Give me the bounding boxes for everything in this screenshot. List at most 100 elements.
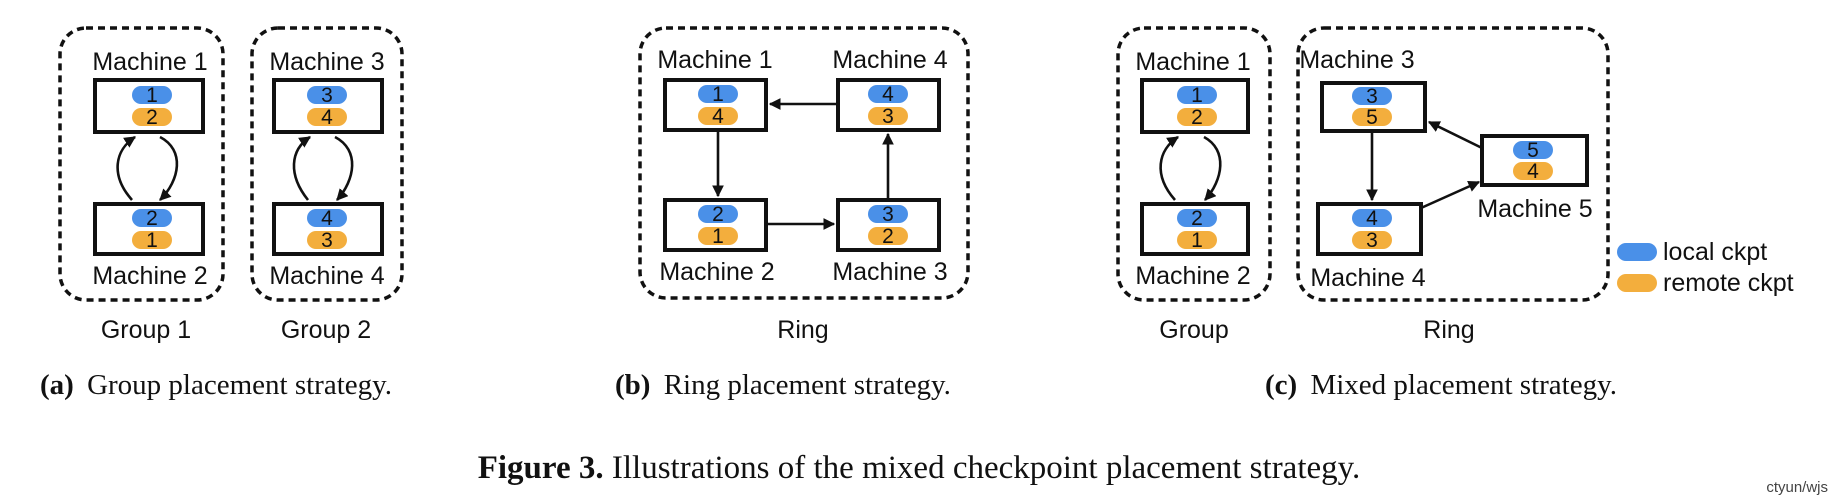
- local-ckpt-number: 4: [1366, 207, 1378, 230]
- panel-b: Machine 1 1 4 Machine 4 4 3 2 1 Machine …: [615, 26, 970, 401]
- local-ckpt-number: 2: [1191, 207, 1203, 230]
- figure-caption: Figure 3. Illustrations of the mixed che…: [478, 450, 1361, 486]
- caption-letter: (a): [40, 369, 74, 401]
- group-2-box: [250, 26, 404, 302]
- machine-label: Machine 4: [1310, 264, 1425, 292]
- legend-local-label: local ckpt: [1663, 238, 1767, 266]
- ring-label: Ring: [777, 316, 828, 344]
- remote-ckpt-number: 2: [146, 106, 158, 129]
- remote-ckpt-pill: [132, 231, 172, 249]
- group-box: [1116, 26, 1272, 302]
- remote-ckpt-number: 1: [712, 225, 724, 248]
- machine-label: Machine 1: [92, 48, 207, 76]
- remote-ckpt-pill: [1513, 162, 1553, 180]
- local-ckpt-pill: [1513, 141, 1553, 159]
- panel-caption: (b) Ring placement strategy.: [615, 369, 951, 401]
- remote-ckpt-pill: [1177, 231, 1217, 249]
- remote-ckpt-pill: [868, 107, 908, 125]
- local-ckpt-pill: [698, 85, 738, 103]
- remote-ckpt-pill: [132, 108, 172, 126]
- arrow-down: [334, 135, 354, 201]
- legend-local-swatch: [1617, 243, 1657, 261]
- remote-ckpt-number: 4: [1527, 160, 1539, 183]
- arrow-up: [116, 135, 136, 201]
- remote-ckpt-number: 4: [712, 105, 724, 128]
- machine-label: Machine 4: [269, 262, 384, 290]
- machine-label: Machine 2: [1135, 262, 1250, 290]
- local-ckpt-number: 2: [146, 207, 158, 230]
- machine-label: Machine 3: [832, 258, 947, 286]
- local-ckpt-pill: [132, 209, 172, 227]
- remote-ckpt-pill: [698, 227, 738, 245]
- caption-letter: (c): [1265, 369, 1297, 401]
- caption-text: Ring placement strategy.: [664, 369, 951, 401]
- local-ckpt-pill: [132, 86, 172, 104]
- remote-ckpt-number: 3: [321, 229, 333, 252]
- remote-ckpt-number: 5: [1366, 106, 1378, 129]
- local-ckpt-number: 5: [1527, 139, 1539, 162]
- remote-ckpt-number: 4: [321, 106, 333, 129]
- ring-box: [1296, 26, 1610, 302]
- local-ckpt-number: 1: [1191, 84, 1203, 107]
- remote-ckpt-pill: [307, 108, 347, 126]
- local-ckpt-number: 3: [882, 203, 894, 226]
- remote-ckpt-number: 2: [1191, 106, 1203, 129]
- local-ckpt-pill: [1352, 87, 1392, 105]
- legend-remote-swatch: [1617, 274, 1657, 292]
- figure-caption-prefix: Figure 3.: [478, 450, 604, 486]
- figure-caption-text: Illustrations of the mixed checkpoint pl…: [604, 450, 1361, 486]
- local-ckpt-pill: [868, 205, 908, 223]
- ring-label: Ring: [1423, 316, 1474, 344]
- machine-label: Machine 5: [1477, 195, 1592, 223]
- remote-ckpt-pill: [307, 231, 347, 249]
- remote-ckpt-number: 3: [1366, 229, 1378, 252]
- remote-ckpt-number: 2: [882, 225, 894, 248]
- remote-ckpt-pill: [1352, 231, 1392, 249]
- local-ckpt-number: 3: [321, 84, 333, 107]
- arrow-m5-to-m3: [1427, 120, 1483, 150]
- machine-label: Machine 4: [832, 46, 947, 74]
- panel-caption: (a) Group placement strategy.: [40, 369, 392, 401]
- legend-remote-label: remote ckpt: [1663, 269, 1794, 297]
- local-ckpt-number: 3: [1366, 85, 1378, 108]
- panel-caption: (c) Mixed placement strategy.: [1265, 369, 1617, 401]
- panel-c: Machine 1 1 2 2 1 Machine 2 Machine 3 3 …: [1116, 26, 1617, 401]
- group-label: Group 1: [101, 316, 191, 344]
- caption-letter: (b): [615, 369, 650, 401]
- local-ckpt-number: 4: [882, 83, 894, 106]
- watermark: ctyun/wjs: [1766, 479, 1828, 496]
- local-ckpt-pill: [307, 209, 347, 227]
- machine-label: Machine 3: [269, 48, 384, 76]
- arrow-m4-to-m5: [1420, 180, 1481, 210]
- remote-ckpt-number: 3: [882, 105, 894, 128]
- local-ckpt-pill: [868, 85, 908, 103]
- remote-ckpt-pill: [698, 107, 738, 125]
- machine-label: Machine 3: [1299, 46, 1414, 74]
- machine-label: Machine 2: [659, 258, 774, 286]
- arrow-up: [1159, 135, 1179, 201]
- local-ckpt-number: 1: [712, 83, 724, 106]
- ring-box: [638, 26, 970, 300]
- panel-a: Machine 1 1 2 2 1 Machine 2 Machine 3 3 …: [40, 26, 404, 401]
- group-1-box: [58, 26, 225, 302]
- local-ckpt-number: 4: [321, 207, 333, 230]
- arrow-up: [292, 135, 311, 201]
- local-ckpt-pill: [307, 86, 347, 104]
- remote-ckpt-pill: [1177, 108, 1217, 126]
- remote-ckpt-pill: [868, 227, 908, 245]
- arrow-down: [159, 135, 179, 201]
- group-label: Group 2: [281, 316, 371, 344]
- remote-ckpt-number: 1: [1191, 229, 1203, 252]
- legend: local ckpt remote ckpt: [1617, 238, 1794, 297]
- remote-ckpt-pill: [1352, 108, 1392, 126]
- local-ckpt-pill: [698, 205, 738, 223]
- remote-ckpt-number: 1: [146, 229, 158, 252]
- caption-text: Group placement strategy.: [87, 369, 392, 401]
- local-ckpt-pill: [1177, 86, 1217, 104]
- caption-text: Mixed placement strategy.: [1310, 369, 1617, 401]
- local-ckpt-number: 1: [146, 84, 158, 107]
- group-label: Group: [1159, 316, 1228, 344]
- local-ckpt-pill: [1177, 209, 1217, 227]
- machine-label: Machine 2: [92, 262, 207, 290]
